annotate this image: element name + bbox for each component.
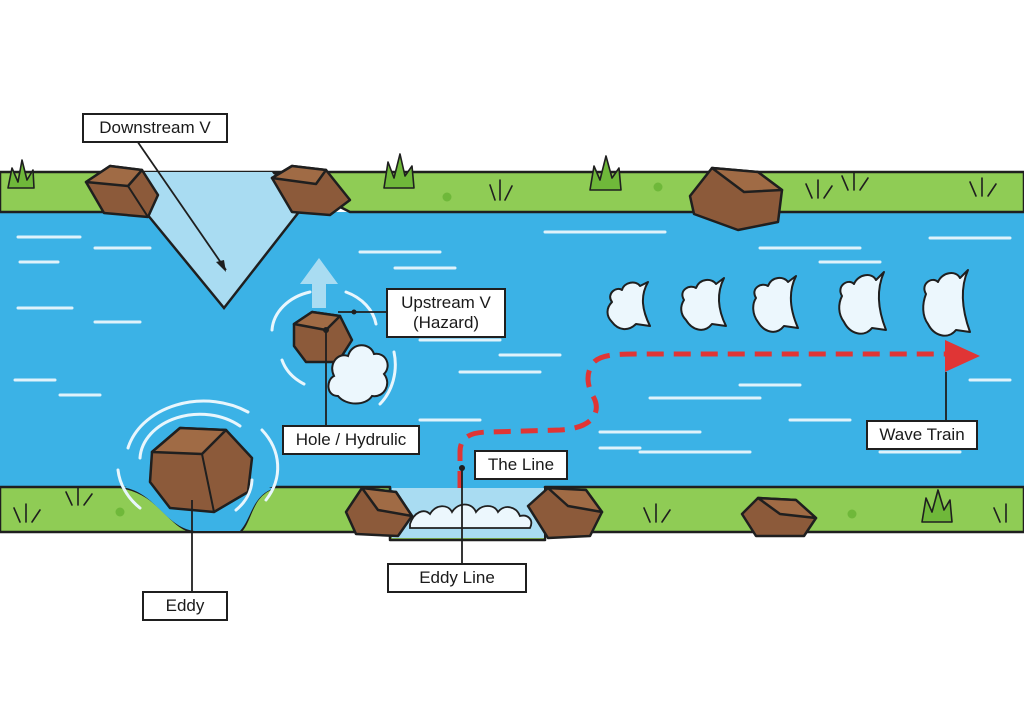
label-wave-train: Wave Train: [866, 420, 978, 450]
downstream-v-edge: [141, 207, 303, 311]
bank-pebbles: [115, 182, 857, 519]
label-eddy-line: Eddy Line: [387, 563, 527, 593]
label-downstream-v: Downstream V: [82, 113, 228, 143]
label-eddy: Eddy: [142, 591, 228, 621]
leader-dots: [323, 309, 465, 471]
eddy-swirl: [116, 399, 280, 512]
the-line-route: [457, 351, 945, 488]
flag-icon: [945, 340, 980, 372]
foam-icon: [327, 344, 389, 405]
arrow-up-icon: [300, 258, 338, 308]
leader-arrowhead: [216, 260, 226, 272]
label-the-line: The Line: [474, 450, 568, 480]
downstream-v-tongue: [140, 172, 300, 308]
eddy-line-foam: [409, 503, 533, 529]
water-ripples: [13, 230, 1012, 454]
grass-blades: [13, 171, 1007, 523]
hole-swirl: [270, 290, 397, 406]
rock-icon: [84, 164, 818, 540]
label-hole-hydraulic: Hole / Hydrulic: [282, 425, 420, 455]
leader-lines: [134, 137, 947, 594]
wave-train-waves: [606, 269, 971, 337]
grass-icon: [7, 153, 953, 523]
label-upstream-v: Upstream V (Hazard): [386, 288, 506, 338]
